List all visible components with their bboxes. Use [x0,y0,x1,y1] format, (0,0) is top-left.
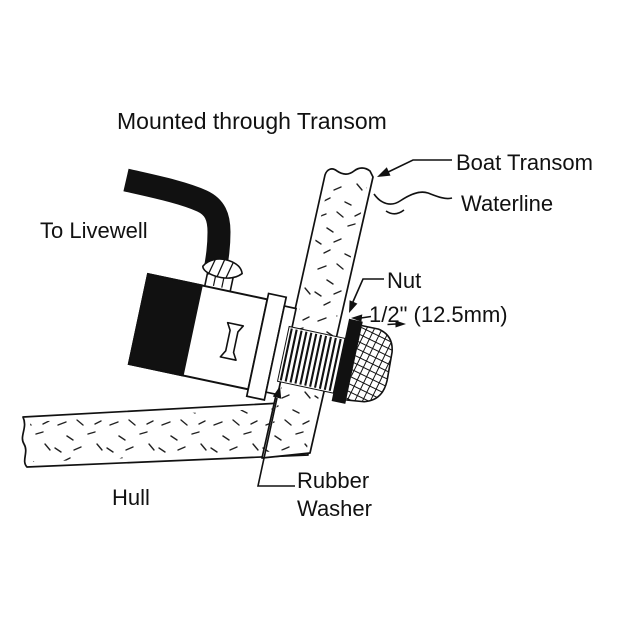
hose-clamp-stripes [207,258,234,279]
dimension-left-arrowhead [351,314,363,322]
pump-assembly [127,258,393,404]
label-to-livewell: To Livewell [40,218,148,243]
label-rubber-washer-line1: Rubber [297,468,369,493]
label-boat-transom: Boat Transom [456,150,593,175]
nut-arrowhead [349,300,358,313]
waterline-wave-small [385,209,405,215]
nut-leader [351,278,384,305]
label-hull: Hull [112,485,150,510]
label-nut: Nut [387,268,421,293]
label-rubber-washer-line2: Washer [297,496,372,521]
hull-speckle-texture [30,407,303,462]
boat-transom-arrowhead [377,167,391,177]
waterline-marks [373,191,453,215]
strainer-dome-outline [346,324,393,403]
waterline-wave [373,191,453,205]
rubber-washer-arrowhead [272,386,282,399]
arrowheads [272,167,406,399]
dimension-right-shaft [387,323,397,326]
dimension-left-shaft [360,315,372,319]
pump-motor [127,272,203,377]
livewell-hose [123,168,231,273]
leader-lines [257,159,452,487]
label-waterline: Waterline [461,191,553,216]
rubber-washer-leader [257,397,295,487]
boat-transom-leader [383,159,452,175]
diagram-title: Mounted through Transom [117,108,387,134]
thread-stripes [279,328,342,392]
label-gap-dimension: 1/2" (12.5mm) [369,302,508,327]
strainer-dome-mesh [346,325,393,402]
dimension-right-arrowhead [395,320,406,328]
nut-shape [331,318,363,404]
pump-body-slot [219,321,245,361]
hull-board [21,401,309,468]
